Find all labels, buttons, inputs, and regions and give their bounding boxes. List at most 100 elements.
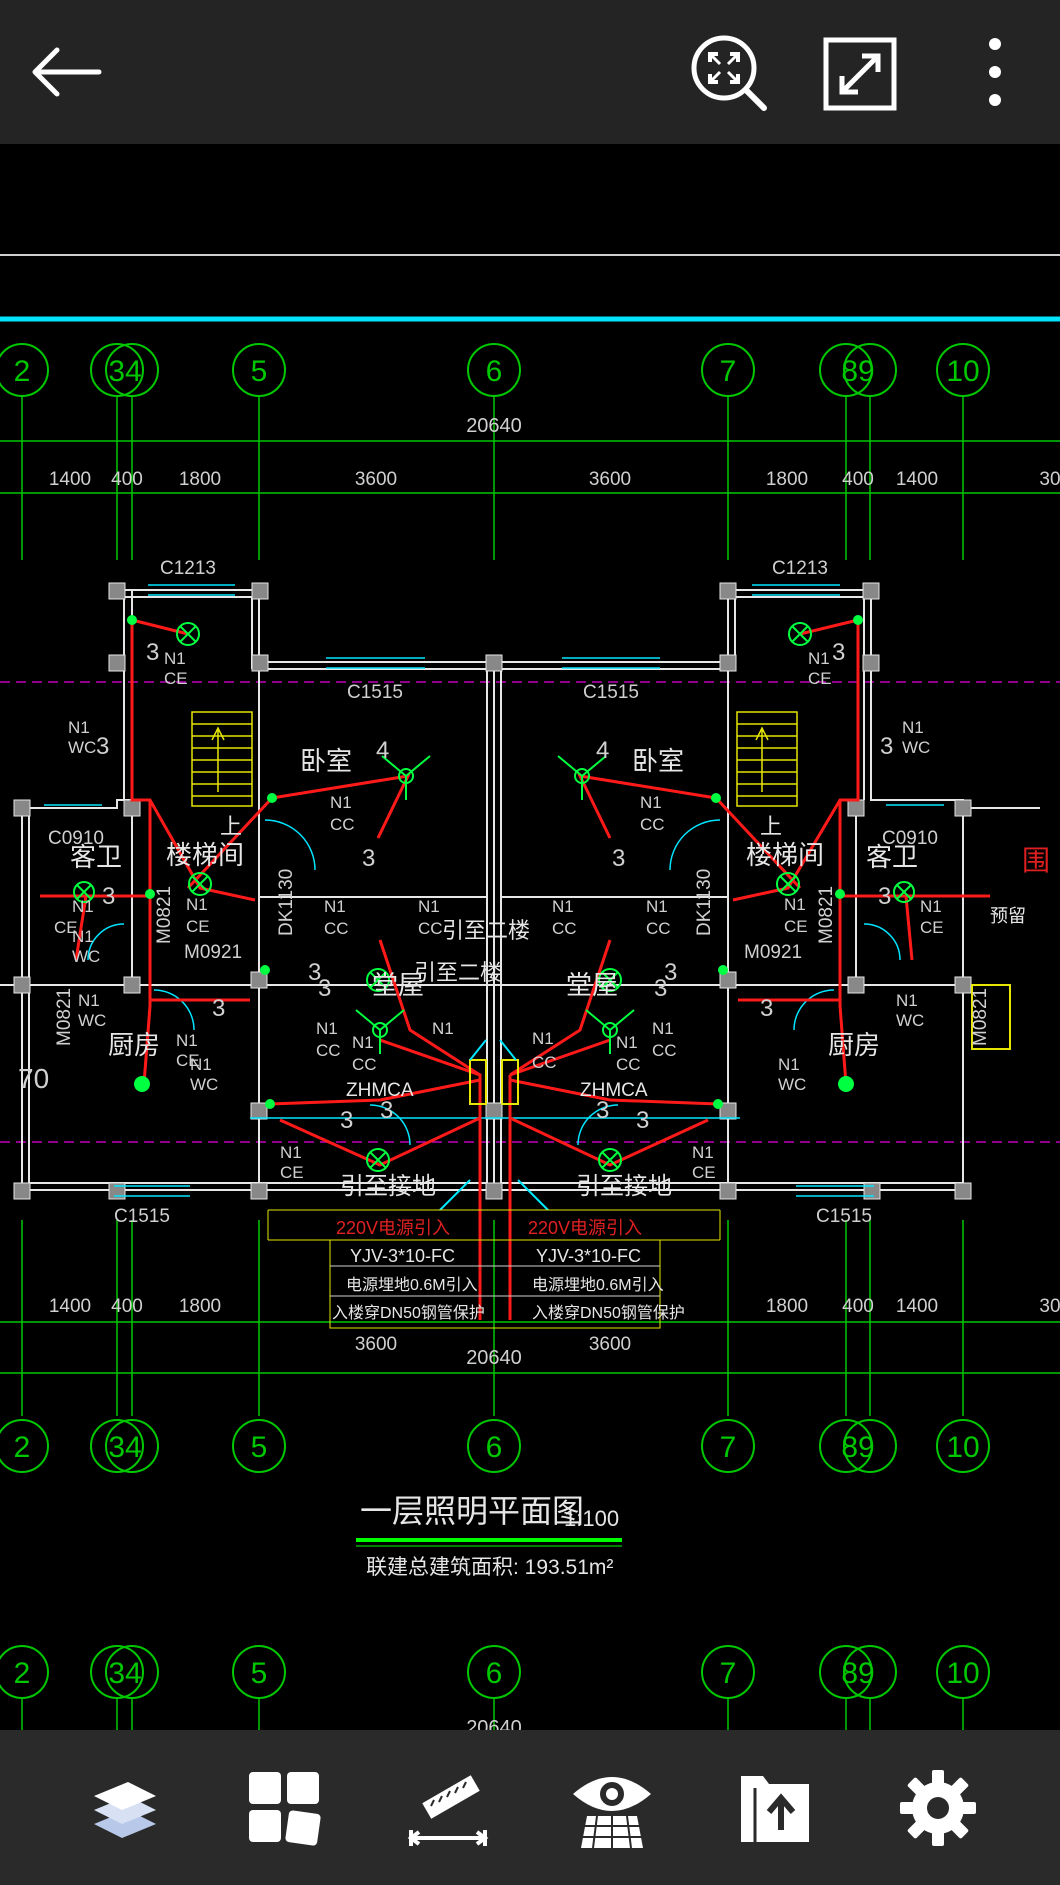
svg-text:WC: WC bbox=[72, 947, 100, 966]
incoming-right: 220V电源引入 bbox=[528, 1218, 642, 1238]
room-label-bedroom-left: 卧室 bbox=[300, 746, 352, 776]
door-label-dk1130-left: DK1130 bbox=[276, 869, 297, 936]
settings-button[interactable] bbox=[888, 1758, 988, 1858]
svg-text:N1: N1 bbox=[164, 649, 186, 668]
layers-icon bbox=[93, 1781, 156, 1838]
cable-left: YJV-3*10-FC bbox=[350, 1246, 455, 1266]
svg-text:N1: N1 bbox=[330, 793, 352, 812]
svg-text:N1: N1 bbox=[920, 897, 942, 916]
svg-text:3: 3 bbox=[340, 1107, 353, 1134]
grid-label-10-bottom: 10 bbox=[946, 1431, 979, 1464]
svg-text:CC: CC bbox=[640, 815, 665, 834]
windows bbox=[44, 584, 944, 1197]
note-to-second-floor-1: 引至二楼 bbox=[442, 918, 530, 943]
stairs bbox=[191, 711, 798, 807]
window-label-c1213-left: C1213 bbox=[160, 558, 216, 579]
layouts-button[interactable] bbox=[235, 1758, 335, 1858]
window-label-c1515-bottom-right: C1515 bbox=[816, 1206, 872, 1227]
svg-text:1800: 1800 bbox=[766, 469, 808, 490]
svg-text:N1: N1 bbox=[190, 1055, 212, 1074]
buried-right: 电源埋地0.6M引入 bbox=[532, 1276, 664, 1294]
svg-text:3: 3 bbox=[664, 959, 677, 986]
svg-text:CE: CE bbox=[164, 669, 188, 688]
window-label-c1515-right: C1515 bbox=[583, 682, 639, 703]
note-to-ground-left: 引至接地 bbox=[340, 1173, 436, 1200]
svg-text:400: 400 bbox=[842, 1296, 874, 1317]
svg-text:WC: WC bbox=[68, 738, 96, 757]
back-button[interactable] bbox=[20, 30, 110, 114]
svg-text:WC: WC bbox=[78, 1011, 106, 1030]
opening-labels: C1213 C1213 C1515 C1515 C1515 C1515 C091… bbox=[48, 558, 991, 1227]
grid-label-89-bottom: 89 bbox=[841, 1431, 874, 1464]
top-toolbar bbox=[0, 0, 1060, 144]
conduit-right: 入楼穿DN50钢管保护 bbox=[532, 1304, 685, 1322]
grid-label-5-bottom: 5 bbox=[251, 1431, 268, 1464]
svg-text:WC: WC bbox=[190, 1075, 218, 1094]
svg-text:CC: CC bbox=[552, 919, 577, 938]
svg-text:3600: 3600 bbox=[589, 469, 631, 490]
incoming-left: 220V电源引入 bbox=[336, 1218, 450, 1238]
panel-label-left: ZHMCA bbox=[346, 1080, 414, 1101]
svg-text:4: 4 bbox=[376, 737, 389, 764]
drawing-canvas[interactable]: 2 34 5 6 7 89 10 20640 bbox=[0, 144, 1060, 1730]
grid-label-10-lower: 10 bbox=[946, 1657, 979, 1690]
view-button[interactable] bbox=[562, 1758, 662, 1858]
svg-text:CE: CE bbox=[176, 1051, 200, 1070]
svg-text:N1: N1 bbox=[432, 1019, 454, 1038]
svg-text:3: 3 bbox=[596, 1097, 609, 1124]
svg-text:CC: CC bbox=[418, 919, 443, 938]
room-label-guestwc-left: 客卫 bbox=[70, 842, 122, 872]
svg-text:CC: CC bbox=[324, 919, 349, 938]
svg-text:30: 30 bbox=[1039, 1296, 1060, 1317]
measure-button[interactable] bbox=[398, 1758, 498, 1858]
svg-text:1400: 1400 bbox=[896, 1296, 938, 1317]
svg-text:CC: CC bbox=[652, 1041, 677, 1060]
svg-text:3: 3 bbox=[362, 845, 375, 872]
door-label-m0921-right: M0921 bbox=[744, 942, 802, 963]
grid-label-7-lower: 7 bbox=[720, 1657, 737, 1690]
room-labels: 卧室 卧室 客卫 客卫 楼梯间 楼梯间 堂屋 堂屋 厨房 厨房 上 上 bbox=[70, 746, 918, 1060]
svg-text:CC: CC bbox=[330, 815, 355, 834]
grid-label-2-top: 2 bbox=[14, 355, 31, 388]
grid-label-34-bottom: 34 bbox=[108, 1431, 141, 1464]
svg-text:4: 4 bbox=[596, 737, 609, 764]
svg-text:3: 3 bbox=[878, 883, 891, 910]
svg-text:N1: N1 bbox=[418, 897, 440, 916]
circuits bbox=[40, 618, 990, 1320]
svg-text:N1: N1 bbox=[280, 1143, 302, 1162]
window-label-c0910-right: C0910 bbox=[882, 828, 938, 849]
svg-text:1400: 1400 bbox=[49, 1296, 91, 1317]
svg-text:N1: N1 bbox=[68, 718, 90, 737]
door-label-m0821-right-kitchen: M0821 bbox=[970, 988, 991, 1046]
file-export-button[interactable] bbox=[725, 1758, 825, 1858]
floor-plan-drawing: 2 34 5 6 7 89 10 20640 bbox=[0, 254, 1060, 1730]
svg-text:CE: CE bbox=[692, 1163, 716, 1182]
file-export-icon bbox=[740, 1775, 809, 1842]
layers-button[interactable] bbox=[72, 1758, 172, 1858]
svg-text:3: 3 bbox=[654, 975, 667, 1002]
more-vertical-icon bbox=[989, 38, 1001, 106]
svg-text:CC: CC bbox=[616, 1055, 641, 1074]
bottom-dimensions: 1400 400 1800 1800 400 1400 30 3600 3600 bbox=[49, 1296, 1060, 1355]
svg-text:N1: N1 bbox=[72, 897, 94, 916]
total-width-top: 20640 bbox=[466, 415, 522, 437]
svg-text:N1: N1 bbox=[552, 897, 574, 916]
svg-text:400: 400 bbox=[111, 469, 143, 490]
more-options-button[interactable] bbox=[965, 30, 1025, 114]
room-label-hall-left: 堂屋 bbox=[372, 970, 424, 1000]
svg-text:1800: 1800 bbox=[179, 1296, 221, 1317]
light-fixtures bbox=[73, 622, 915, 1172]
zoom-extents-button[interactable] bbox=[685, 32, 775, 116]
svg-text:WC: WC bbox=[778, 1075, 806, 1094]
svg-text:N1: N1 bbox=[692, 1143, 714, 1162]
view-eye-icon bbox=[572, 1776, 651, 1848]
measure-ruler-icon bbox=[407, 1774, 489, 1846]
fullscreen-button[interactable] bbox=[815, 32, 905, 116]
svg-text:N1: N1 bbox=[316, 1019, 338, 1038]
grid-label-2-lower: 2 bbox=[14, 1657, 31, 1690]
stair-up-left: 上 bbox=[220, 814, 242, 839]
svg-text:3: 3 bbox=[96, 733, 109, 760]
svg-text:N1: N1 bbox=[896, 991, 918, 1010]
door-label-m0921-left: M0921 bbox=[184, 942, 242, 963]
